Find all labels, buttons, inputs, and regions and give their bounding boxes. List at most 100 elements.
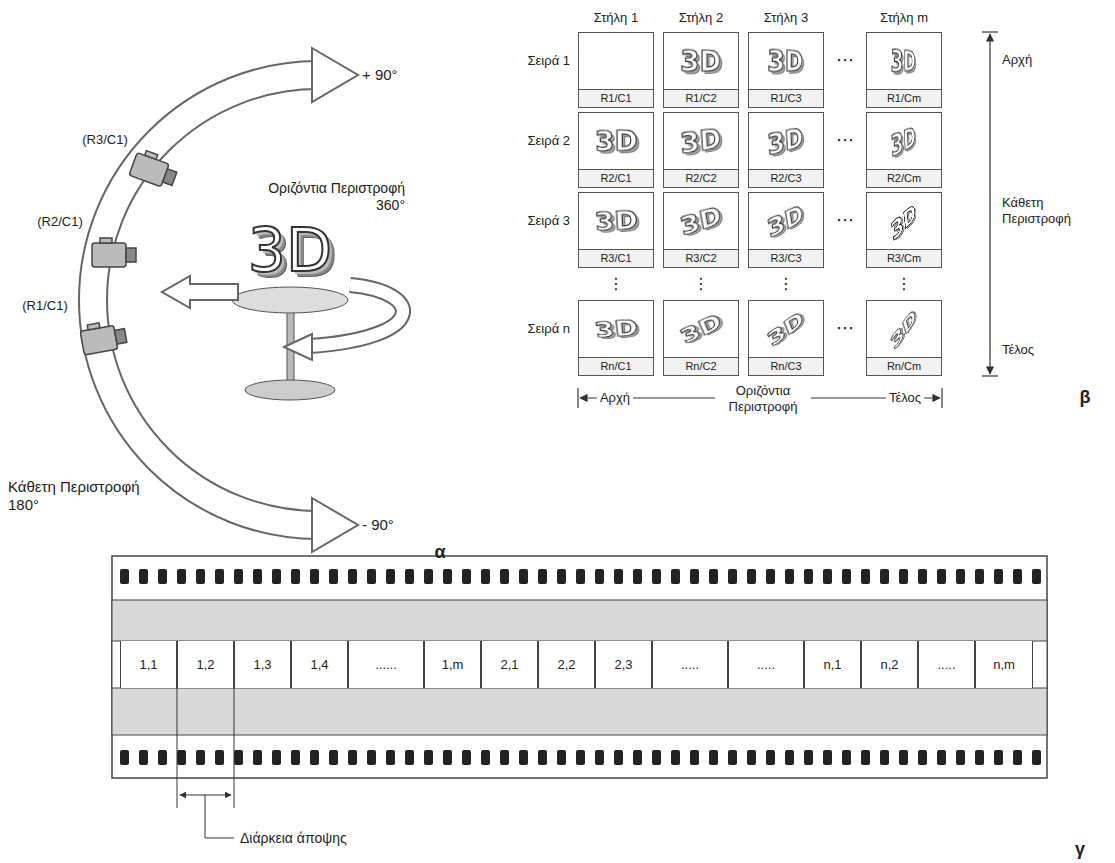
sprocket-hole (348, 750, 357, 765)
sprocket-hole (595, 750, 604, 765)
sprocket-hole (842, 569, 851, 584)
view-cell: 3DR2/C2 (663, 112, 739, 188)
rotation-label: Κάθετη Περιστροφή 180° (8, 478, 148, 514)
sprocket-hole (861, 569, 870, 584)
frame-label: 2,3 (614, 657, 632, 672)
frame-label: 1,1 (139, 657, 157, 672)
film-frame: 2,2 (538, 641, 595, 688)
view-label: Rn/C2 (664, 357, 738, 375)
vertical-rotation-arrow (93, 48, 358, 552)
sprocket-hole (405, 569, 414, 584)
sprocket-hole (329, 750, 338, 765)
sprocket-hole (348, 569, 357, 584)
sprocket-hole (557, 569, 566, 584)
sprocket-hole (690, 569, 699, 584)
view-cell: 3DR3/C1 (578, 192, 654, 268)
sprocket-hole (937, 569, 946, 584)
view-label: R1/Cm (867, 89, 941, 107)
angle-label: - 90° (362, 516, 394, 534)
view-cell: 3DR2/Cm (866, 112, 942, 188)
film-strip (112, 556, 1047, 778)
view-label: R3/C2 (664, 249, 738, 267)
view-image: 3D (749, 33, 823, 89)
view-label: R3/Cm (867, 249, 941, 267)
camera-label: (R1/C1) (19, 298, 71, 314)
sprocket-hole (329, 569, 338, 584)
sprocket-hole (785, 569, 794, 584)
film-frame: 1,4 (291, 641, 348, 688)
film-frame: 2,3 (595, 641, 652, 688)
sprocket-hole (500, 750, 509, 765)
ellipsis: ⋮ (778, 274, 794, 293)
sprocket-hole (671, 569, 680, 584)
view-label: Rn/Cm (867, 357, 941, 375)
sprocket-hole (975, 569, 984, 584)
view-image: 3D (867, 301, 941, 357)
sprocket-hole (177, 750, 186, 765)
sprocket-hole (766, 750, 775, 765)
duration-bracket (177, 688, 234, 838)
film-frame: 2,1 (481, 641, 538, 688)
sprocket-hole (576, 569, 585, 584)
view-cell: 3DR1/C2 (663, 32, 739, 108)
object-view: 3D (592, 314, 638, 342)
camera-icons (79, 148, 180, 355)
sprocket-hole (804, 750, 813, 765)
view-label: R2/C1 (579, 169, 653, 187)
sprocket-hole (120, 750, 129, 765)
film-frame: 1,3 (234, 641, 291, 688)
frame-label: 1,3 (253, 657, 271, 672)
sprocket-hole (158, 750, 167, 765)
sprocket-hole (177, 569, 186, 584)
view-image: 3D (749, 113, 823, 169)
sprocket-hole (500, 569, 509, 584)
sprocket-hole (538, 569, 547, 584)
object-view: 3D (675, 308, 724, 348)
sprocket-hole (1013, 569, 1022, 584)
view-image: 3D (664, 113, 738, 169)
axis-label: Οριζόντια Περιστροφή (715, 383, 811, 414)
duration-label: Διάρκεια άποψης (240, 830, 347, 847)
sprocket-hole (880, 750, 889, 765)
frame-label: 2,2 (557, 657, 575, 672)
sprocket-hole (918, 750, 927, 765)
frame-label: n,1 (823, 657, 841, 672)
sprocket-hole (386, 750, 395, 765)
sprocket-hole (367, 750, 376, 765)
sprocket-hole (595, 569, 604, 584)
view-cell: 3DR3/C2 (663, 192, 739, 268)
film-frame: ..... (728, 641, 804, 688)
sprocket-hole (158, 569, 167, 584)
sprocket-hole (956, 750, 965, 765)
angle-label: + 90° (362, 66, 398, 84)
sprocket-hole (728, 750, 737, 765)
view-cell: 3DR1/Cm (866, 32, 942, 108)
ellipsis: ⋮ (693, 274, 709, 293)
sprocket-hole (652, 750, 661, 765)
view-cell: 3DRn/Cm (866, 300, 942, 376)
object-view: 3D (889, 121, 915, 164)
sprocket-hole (557, 750, 566, 765)
sprocket-hole (804, 569, 813, 584)
camera-label: (R2/C1) (34, 214, 86, 230)
sprocket-hole (443, 750, 452, 765)
sprocket-hole (139, 569, 148, 584)
sprocket-hole (272, 750, 281, 765)
view-cell: 3DR3/Cm (866, 192, 942, 268)
sprocket-hole (652, 569, 661, 584)
frame-label: 1,m (442, 657, 464, 672)
sprocket-hole (1032, 569, 1041, 584)
object-3d: 3D (248, 214, 332, 286)
view-image: 3D (749, 193, 823, 249)
sprocket-hole (899, 569, 908, 584)
axis-label: Αρχή (1002, 52, 1032, 68)
object-view: 3D (680, 44, 721, 78)
film-frame: ..... (918, 641, 975, 688)
rotation-label: Οριζόντια Περιστροφή 360° (245, 180, 405, 214)
view-cell: 3DRn/C3 (748, 300, 824, 376)
sprocket-hole (272, 569, 281, 584)
view-label: R2/C2 (664, 169, 738, 187)
sprocket-hole (291, 569, 300, 584)
sprocket-hole (234, 750, 243, 765)
